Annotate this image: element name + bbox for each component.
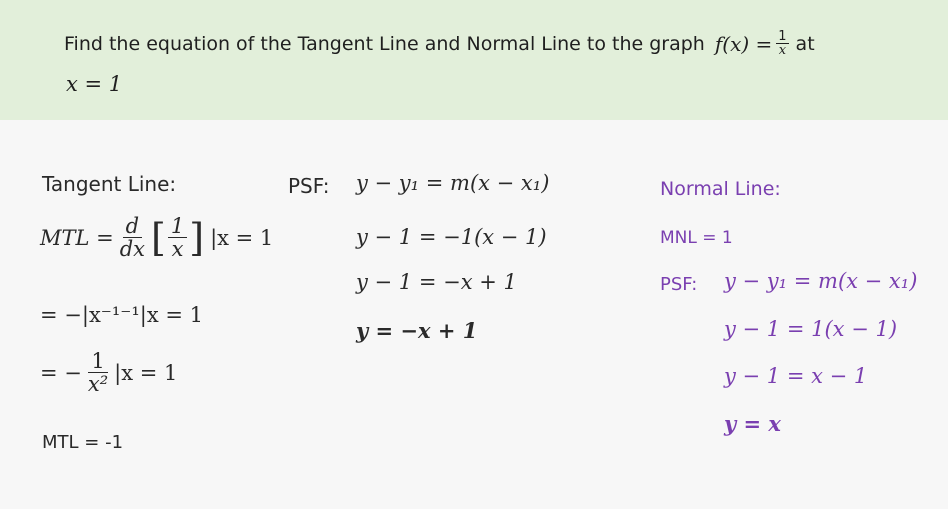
mnl-value: MNL = 1 [660, 228, 733, 248]
normal-heading: Normal Line: [660, 178, 781, 200]
step3-fraction: 1 x² [88, 350, 108, 395]
right-bracket: ] [189, 215, 205, 260]
tangent-step-2: = −|x⁻¹⁻¹|x = 1 [40, 303, 204, 327]
question-condition: x = 1 [66, 72, 123, 96]
mtl-derivative: MTL = d dx [ 1 x ] |x = 1 [40, 215, 273, 260]
tangent-line-equation: y = −x + 1 [356, 318, 478, 343]
mtl-result: MTL = -1 [42, 432, 124, 453]
inner-numerator: 1 [167, 215, 188, 239]
fraction-denominator: x [778, 43, 787, 58]
inner-denominator: x [171, 237, 184, 262]
function-fraction: 1 x [776, 29, 789, 58]
question-suffix: at [795, 32, 815, 55]
question-banner: Find the equation of the Tangent Line an… [0, 0, 948, 120]
question-text: Find the equation of the Tangent Line an… [64, 30, 815, 57]
step3-prefix: = − [40, 360, 82, 385]
psf-line-3: y − 1 = −x + 1 [356, 270, 517, 294]
tangent-heading: Tangent Line: [42, 172, 177, 196]
normal-psf-label: PSF: [660, 274, 698, 295]
function-expression: f(x) = [714, 31, 773, 56]
question-prefix: Find the equation of the Tangent Line an… [64, 32, 705, 55]
normal-line-2: y − 1 = 1(x − 1) [724, 317, 898, 341]
tangent-step-3: = − 1 x² |x = 1 [40, 350, 177, 395]
step3-denominator: x² [87, 372, 109, 397]
deriv-denominator: dx [119, 237, 146, 262]
mtl-label: MTL = [40, 225, 114, 250]
step3-numerator: 1 [88, 350, 108, 374]
inner-fraction: 1 x [167, 215, 188, 262]
fraction-numerator: 1 [776, 29, 789, 44]
normal-line-equation: y = x [724, 411, 781, 436]
deriv-numerator: d [122, 215, 143, 239]
psf-label: PSF: [288, 174, 330, 198]
normal-line-3: y − 1 = x − 1 [724, 364, 868, 388]
psf-line-1: y − y₁ = m(x − x₁) [356, 171, 550, 195]
left-bracket: [ [151, 215, 166, 260]
step3-suffix: |x = 1 [114, 360, 178, 385]
psf-line-2: y − 1 = −1(x − 1) [356, 225, 547, 249]
normal-line-1: y − y₁ = m(x − x₁) [724, 269, 918, 293]
derivative-operator: d dx [120, 215, 145, 260]
eval-at: |x = 1 [210, 225, 274, 250]
